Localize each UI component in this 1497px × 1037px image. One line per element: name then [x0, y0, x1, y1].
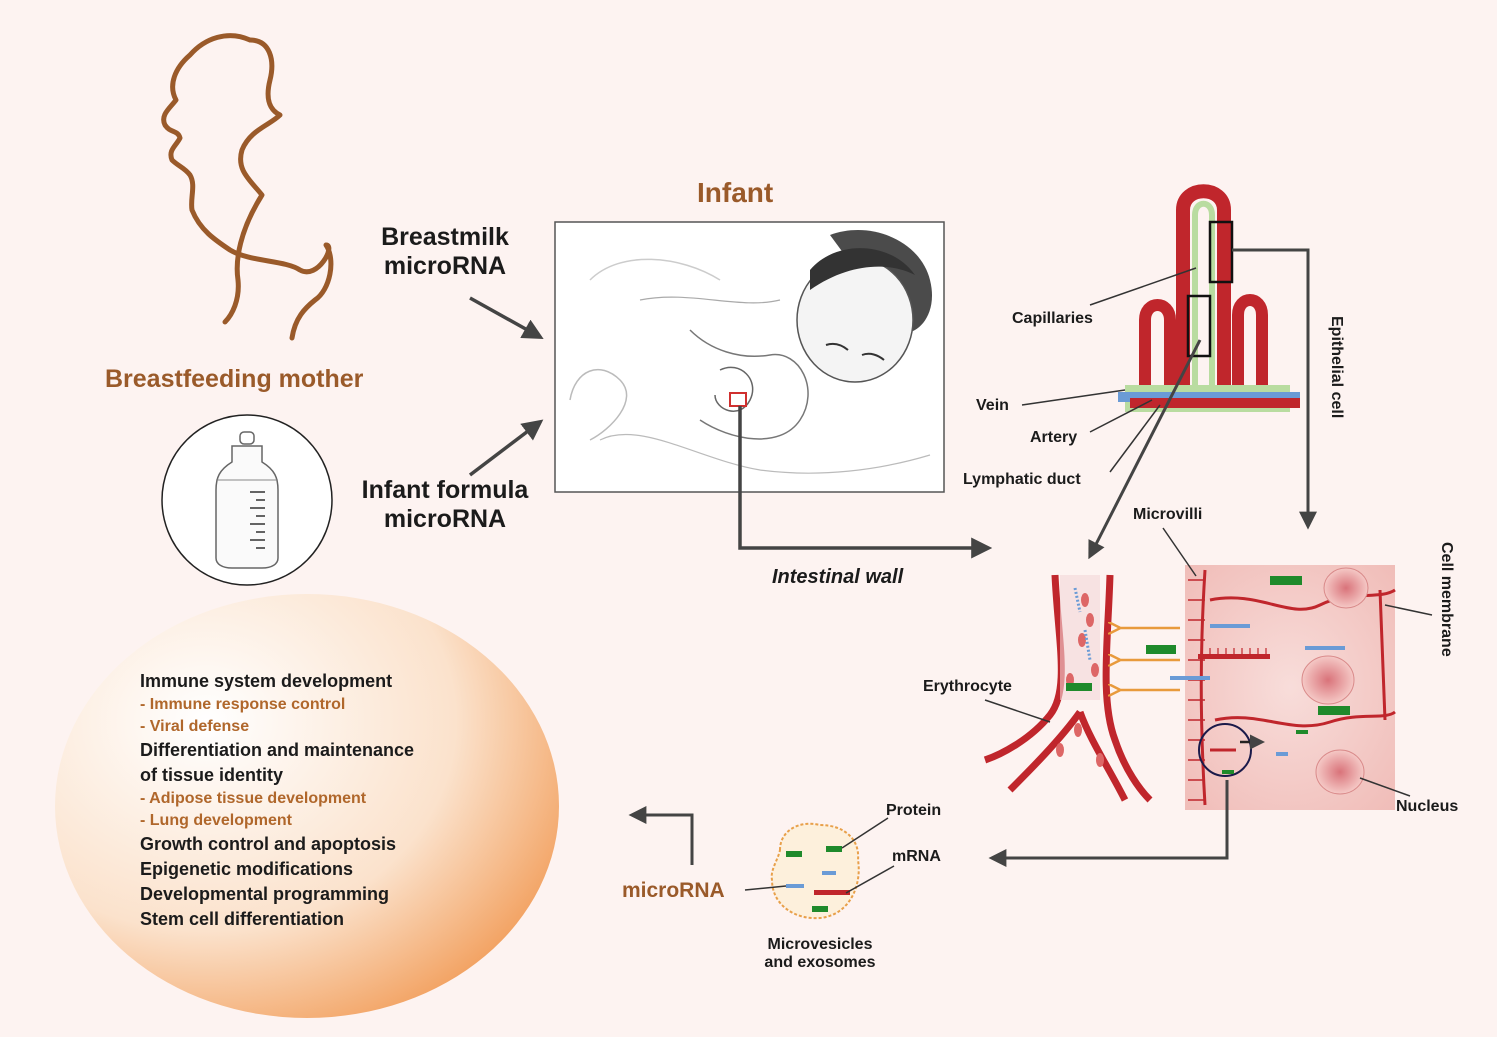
- effect-heading: of tissue identity: [140, 763, 540, 788]
- breastmilk-line-1: Breastmilk: [360, 223, 530, 252]
- leader-vein: [1022, 390, 1125, 405]
- formula-label: Infant formula microRNA: [340, 476, 550, 534]
- infant-label: Infant: [697, 177, 773, 209]
- breastmilk-line-2: microRNA: [360, 252, 530, 281]
- microvesicle: [772, 824, 859, 918]
- vesicles-label: Microvesicles and exosomes: [740, 936, 900, 973]
- leader-microvilli: [1163, 528, 1196, 576]
- effect-subitem: - Lung development: [140, 810, 540, 832]
- epithelial-cell: [1146, 565, 1395, 810]
- arrow-formula: [470, 422, 540, 475]
- effect-heading: Differentiation and maintenance: [140, 738, 540, 763]
- effects-list: Immune system development- Immune respon…: [140, 669, 540, 932]
- effect-heading: Growth control and apoptosis: [140, 832, 540, 857]
- effect-subitem: - Viral defense: [140, 716, 540, 738]
- nucleus-label: Nucleus: [1396, 798, 1458, 816]
- intestinal-wall-label: Intestinal wall: [772, 566, 903, 589]
- erythrocyte-label: Erythrocyte: [923, 678, 1012, 696]
- protein-label: Protein: [886, 802, 941, 820]
- vein-label: Vein: [976, 397, 1009, 415]
- formula-bottle-icon: [162, 415, 332, 585]
- formula-line-2: microRNA: [340, 505, 550, 534]
- cell-membrane-label: Cell membrane: [1437, 542, 1455, 657]
- arrow-to-effects: [632, 815, 692, 865]
- microvilli-label: Microvilli: [1133, 506, 1202, 524]
- villus-illustration: [1118, 191, 1300, 412]
- epithelial-cell-label: Epithelial cell: [1327, 316, 1345, 418]
- breastmilk-label: Breastmilk microRNA: [360, 223, 530, 281]
- leader-protein: [842, 818, 888, 848]
- vesicles-line-2: and exosomes: [740, 954, 900, 972]
- effect-heading: Immune system development: [140, 669, 540, 694]
- vesicles-line-1: Microvesicles: [740, 936, 900, 954]
- leader-erythrocyte: [985, 700, 1050, 722]
- formula-line-1: Infant formula: [340, 476, 550, 505]
- artery-label: Artery: [1030, 429, 1077, 447]
- infant-image: [555, 222, 944, 492]
- arrow-breastmilk: [470, 298, 540, 337]
- mrna-label: mRNA: [892, 848, 941, 866]
- effect-heading: Stem cell differentiation: [140, 907, 540, 932]
- mother-silhouette-icon: [164, 36, 331, 338]
- effect-subitem: - Adipose tissue development: [140, 788, 540, 810]
- leader-lymphatic: [1110, 405, 1160, 472]
- microrna-label: microRNA: [622, 879, 725, 903]
- effect-subitem: - Immune response control: [140, 694, 540, 716]
- capillaries-label: Capillaries: [1012, 310, 1093, 328]
- mother-back-line: [225, 40, 280, 322]
- lymphatic-duct-label: Lymphatic duct: [963, 471, 1081, 489]
- effect-heading: Developmental programming: [140, 882, 540, 907]
- mother-label: Breastfeeding mother: [105, 365, 363, 394]
- effect-heading: Epigenetic modifications: [140, 857, 540, 882]
